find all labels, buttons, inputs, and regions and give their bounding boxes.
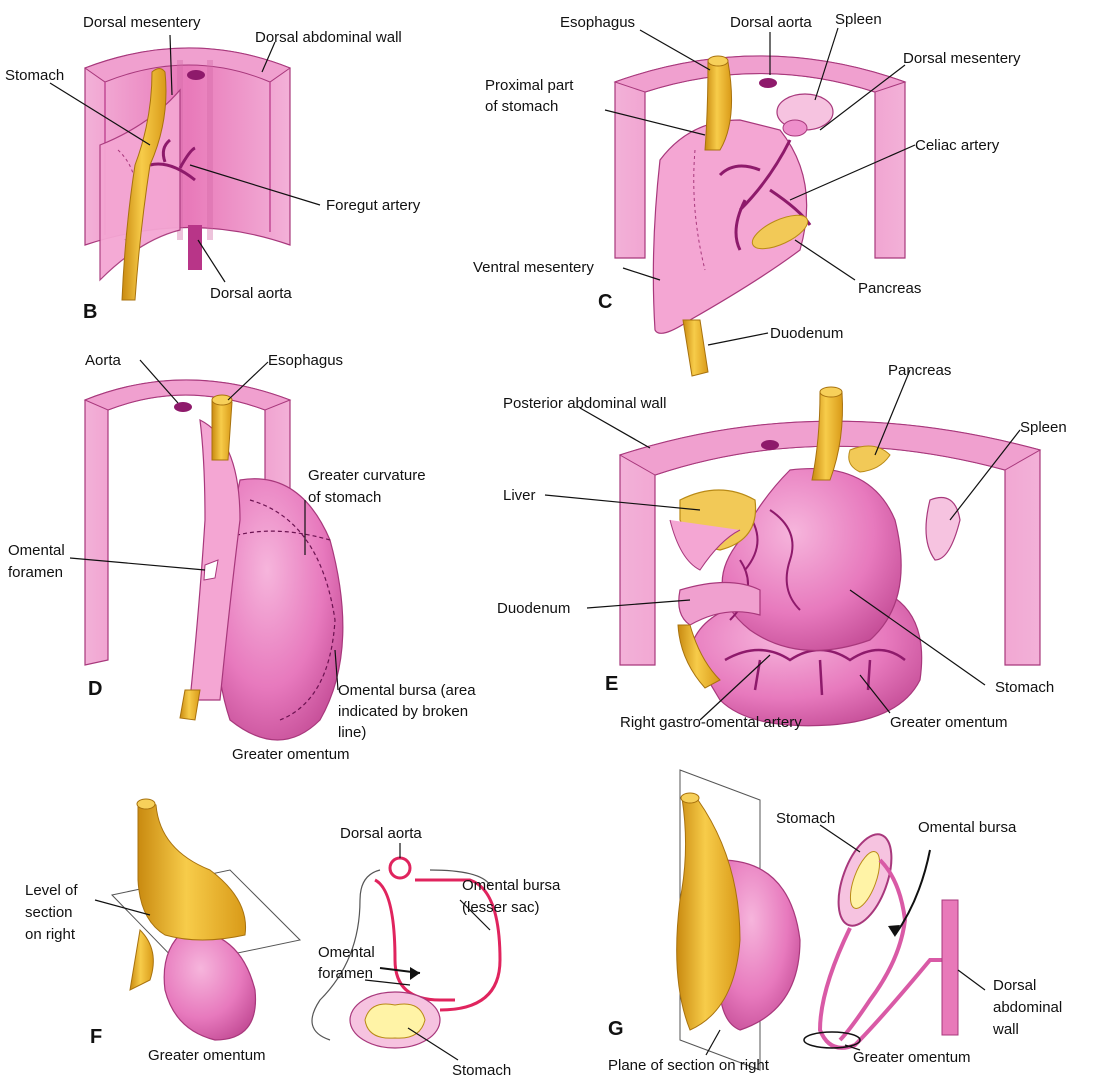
label-d-omental-foramen-1: Omental xyxy=(8,542,65,559)
label-d-aorta: Aorta xyxy=(85,352,122,369)
label-c-proximal-stomach-1: Proximal part xyxy=(485,77,574,94)
label-d-greater-curvature-1: Greater curvature xyxy=(308,467,426,484)
label-f-omental-foramen-1: Omental xyxy=(318,944,375,961)
celiac-artery-c xyxy=(718,139,812,251)
duodenum-yellow-e xyxy=(677,624,721,689)
label-f-dorsal-aorta: Dorsal aorta xyxy=(340,825,422,842)
label-g-plane-of-section: Plane of section on right xyxy=(608,1057,770,1074)
label-f-greater-omentum: Greater omentum xyxy=(148,1047,266,1064)
panel-g xyxy=(676,769,959,1071)
label-e-posterior-wall: Posterior abdominal wall xyxy=(503,395,666,412)
stomach-3d-f xyxy=(129,798,257,1041)
dorsal-aorta-shape xyxy=(187,70,205,270)
leader-lines xyxy=(49,27,1021,1061)
liver-e xyxy=(669,489,757,571)
spleen-e xyxy=(925,496,961,561)
label-d-greater-curvature-2: of stomach xyxy=(308,489,381,506)
label-e-spleen: Spleen xyxy=(1020,419,1067,436)
panel-letter-c: C xyxy=(598,291,612,313)
label-c-esophagus: Esophagus xyxy=(560,14,635,31)
label-f-level-3: on right xyxy=(25,926,76,943)
label-b-stomach: Stomach xyxy=(5,67,64,84)
duodenum-e xyxy=(678,581,761,626)
label-f-omental-bursa-1: Omental bursa xyxy=(462,877,561,894)
label-f-stomach: Stomach xyxy=(452,1062,511,1079)
mesentery-d xyxy=(189,418,241,701)
label-c-pancreas: Pancreas xyxy=(858,280,921,297)
label-f-level-2: section xyxy=(25,904,73,921)
label-g-dorsal-wall-2: abdominal xyxy=(993,999,1062,1016)
omental-foramen-d xyxy=(203,559,219,581)
stomach-e xyxy=(721,468,902,652)
panel-f xyxy=(111,798,502,1049)
label-f-level-1: Level of xyxy=(25,882,78,899)
dorsal-aorta-c xyxy=(759,78,777,88)
label-g-greater-omentum: Greater omentum xyxy=(853,1049,971,1066)
label-d-omental-foramen-2: foramen xyxy=(8,564,63,581)
panel-c xyxy=(613,55,907,377)
labels: Dorsal mesentery Dorsal abdominal wall S… xyxy=(5,11,1067,1079)
label-b-dorsal-aorta: Dorsal aorta xyxy=(210,285,292,302)
foregut-artery-shape xyxy=(149,138,196,182)
panel-d xyxy=(83,379,344,741)
posterior-wall-e xyxy=(618,420,1042,666)
cross-section-g xyxy=(803,833,959,1050)
panel-letter-d: D xyxy=(88,678,102,700)
label-c-ventral-mesentery: Ventral mesentery xyxy=(473,259,594,276)
esophagus-d xyxy=(179,394,233,721)
panel-e xyxy=(618,386,1042,727)
label-f-omental-bursa-2: (lesser sac) xyxy=(462,899,540,916)
label-d-omental-bursa-1: Omental bursa (area xyxy=(338,682,476,699)
panel-letter-f: F xyxy=(90,1026,102,1048)
label-g-stomach: Stomach xyxy=(776,810,835,827)
label-g-omental-bursa: Omental bursa xyxy=(918,819,1017,836)
pancreas-e xyxy=(848,445,891,473)
label-d-esophagus: Esophagus xyxy=(268,352,343,369)
label-c-proximal-stomach-2: of stomach xyxy=(485,98,558,115)
label-e-right-gastro-omental-artery: Right gastro-omental artery xyxy=(620,714,802,731)
label-e-duodenum: Duodenum xyxy=(497,600,570,617)
label-g-dorsal-wall-3: wall xyxy=(992,1021,1019,1038)
label-e-greater-omentum: Greater omentum xyxy=(890,714,1008,731)
omental-foramen-arrowhead-f xyxy=(410,967,420,980)
stomach-3d-g xyxy=(676,792,801,1031)
label-c-dorsal-aorta: Dorsal aorta xyxy=(730,14,812,31)
mesentery-c xyxy=(652,119,808,334)
aorta-e xyxy=(761,440,779,450)
esophagus-e xyxy=(811,386,843,481)
panel-letter-g: G xyxy=(608,1018,624,1040)
aorta-d xyxy=(174,402,192,412)
pancreas-c xyxy=(751,214,809,250)
label-e-liver: Liver xyxy=(503,487,536,504)
label-d-greater-omentum: Greater omentum xyxy=(232,746,350,763)
label-c-dorsal-mesentery: Dorsal mesentery xyxy=(903,50,1021,67)
label-e-stomach: Stomach xyxy=(995,679,1054,696)
label-c-spleen: Spleen xyxy=(835,11,882,28)
label-b-dorsal-mesentery: Dorsal mesentery xyxy=(83,14,201,31)
label-d-omental-bursa-3: line) xyxy=(338,724,366,741)
panel-letter-e: E xyxy=(605,673,618,695)
label-b-dorsal-abdominal-wall: Dorsal abdominal wall xyxy=(255,29,402,46)
esophagus-duodenum-c xyxy=(682,55,733,377)
label-b-foregut-artery: Foregut artery xyxy=(326,197,421,214)
label-c-celiac-artery: Celiac artery xyxy=(915,137,1000,154)
label-g-dorsal-wall-1: Dorsal xyxy=(993,977,1036,994)
panel-letter-b: B xyxy=(83,301,97,323)
label-d-omental-bursa-2: indicated by broken xyxy=(338,703,468,720)
label-f-omental-foramen-2: foramen xyxy=(318,965,373,982)
stomach-tube-shape xyxy=(121,68,167,301)
label-c-duodenum: Duodenum xyxy=(770,325,843,342)
panel-b xyxy=(83,47,292,301)
label-e-pancreas: Pancreas xyxy=(888,362,951,379)
spleen-c xyxy=(776,93,834,137)
posterior-wall-c xyxy=(613,55,907,259)
